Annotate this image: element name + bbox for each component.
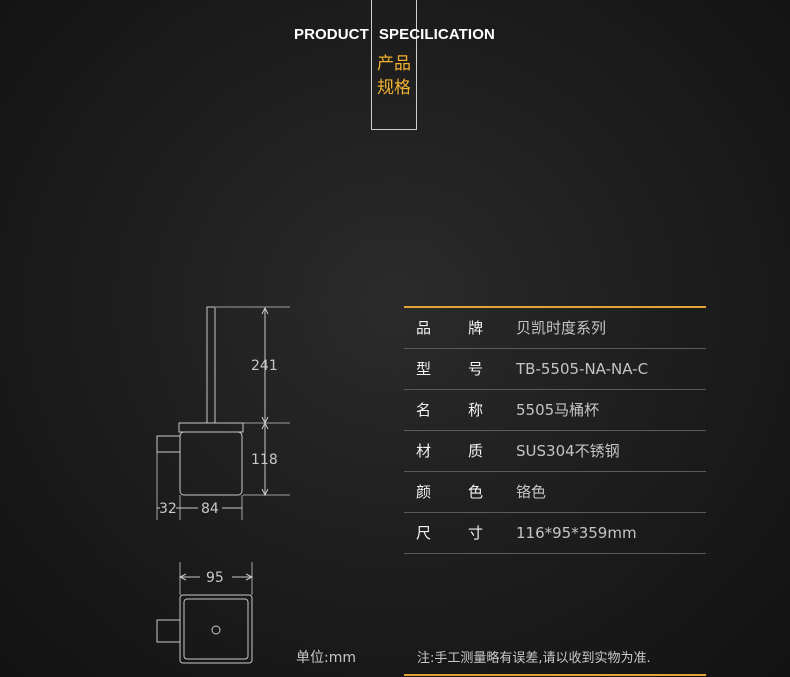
spec-key-1: 颜 — [416, 483, 432, 501]
dim-height-top: 241 — [251, 358, 278, 374]
spec-key-1: 型 — [416, 360, 432, 378]
dim-width-top: 95 — [206, 570, 224, 586]
spec-value: TB-5505-NA-NA-C — [516, 360, 649, 378]
spec-key-1: 材 — [416, 442, 432, 460]
header-title-en-2: SPECILICATION — [378, 26, 495, 43]
spec-row-brand: 品 牌 贝凯时度系列 — [404, 308, 706, 349]
header-title-cn-1: 产品 — [377, 54, 411, 74]
top-view-bracket — [156, 619, 181, 643]
wall-bracket — [156, 435, 181, 453]
note-underline — [404, 674, 706, 676]
dim-height-bottom: 118 — [251, 452, 278, 468]
holder-cup — [179, 431, 243, 496]
unit-label: 单位:mm — [296, 650, 356, 666]
spec-table: 品 牌 贝凯时度系列 型 号 TB-5505-NA-NA-C 名 称 5505马… — [404, 306, 706, 554]
spec-value: 116*95*359mm — [516, 524, 637, 542]
spec-value: 5505马桶杯 — [516, 401, 600, 419]
spec-key-1: 尺 — [416, 524, 432, 542]
spec-value: SUS304不锈钢 — [516, 442, 620, 460]
dim-depth-left: 32 — [159, 501, 177, 517]
spec-key-2: 称 — [468, 401, 484, 419]
spec-row-material: 材 质 SUS304不锈钢 — [404, 431, 706, 472]
top-view-body — [179, 594, 253, 664]
spec-key-2: 色 — [468, 483, 484, 501]
header-frame — [371, 0, 417, 130]
spec-row-size: 尺 寸 116*95*359mm — [404, 513, 706, 554]
measurement-note: 注:手工测量略有误差,请以收到实物为准. — [417, 651, 651, 666]
spec-key-1: 品 — [416, 319, 432, 337]
spec-row-model: 型 号 TB-5505-NA-NA-C — [404, 349, 706, 390]
dim-depth-right: 84 — [201, 501, 219, 517]
header-title-en-1: PRODUCT — [294, 26, 369, 43]
holder-cap — [178, 422, 244, 433]
header-title-cn: 产品 规格 — [371, 52, 417, 100]
header-title-cn-2: 规格 — [377, 78, 411, 98]
spec-table-top-line — [404, 306, 706, 308]
spec-value: 铬色 — [516, 483, 547, 501]
spec-key-2: 号 — [468, 360, 484, 378]
top-view-inner — [183, 598, 249, 660]
spec-key-2: 寸 — [468, 524, 484, 542]
spec-row-color: 颜 色 铬色 — [404, 472, 706, 513]
top-view-hole — [211, 625, 221, 635]
spec-key-1: 名 — [416, 401, 432, 419]
spec-key-2: 质 — [468, 442, 484, 460]
spec-key-2: 牌 — [468, 319, 484, 337]
brush-handle — [206, 306, 216, 424]
spec-value: 贝凯时度系列 — [516, 319, 607, 337]
spec-row-name: 名 称 5505马桶杯 — [404, 390, 706, 431]
header-title-en: PRODUCT SPECILICATION — [294, 26, 495, 43]
